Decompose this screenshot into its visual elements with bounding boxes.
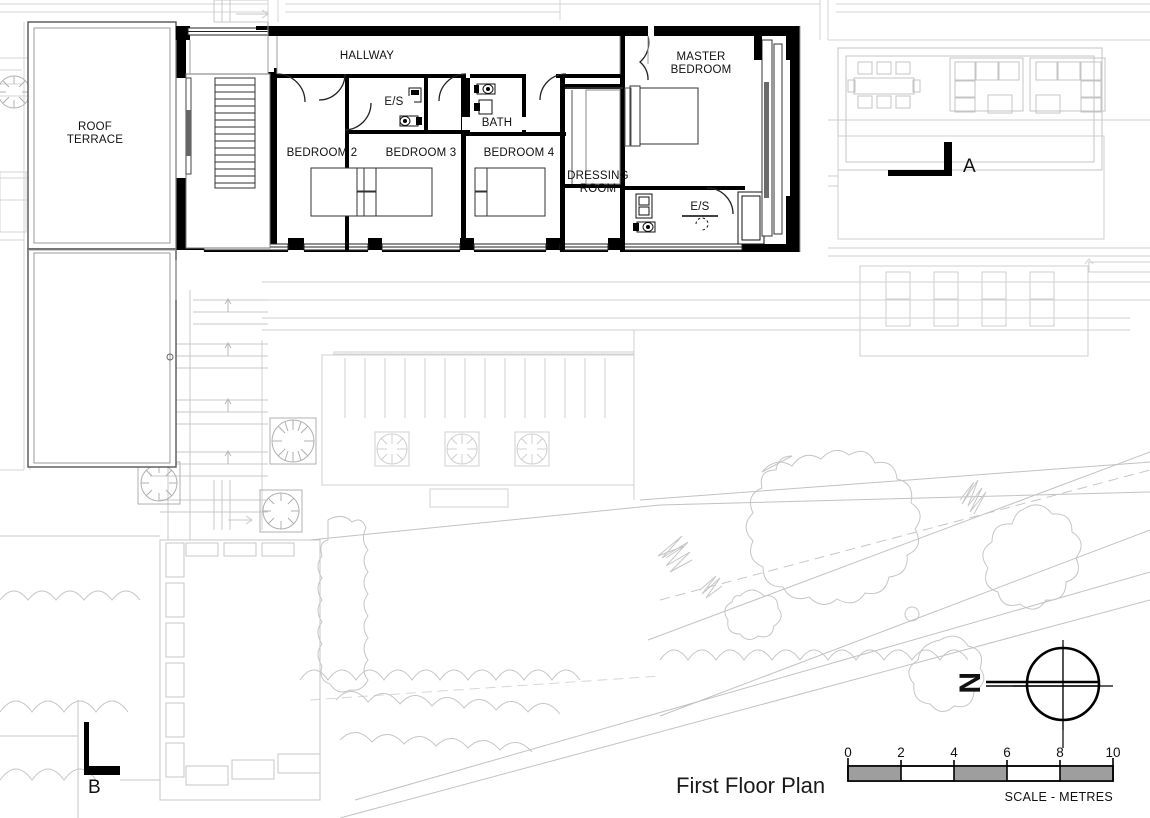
dressing-room-joinery xyxy=(565,87,623,185)
scale-tick-0: 0 xyxy=(844,745,852,760)
room-label-ensuite-bedroom3: E/S xyxy=(374,96,414,109)
room-label-hallway: HALLWAY xyxy=(339,50,395,62)
scale-bar xyxy=(847,758,1114,782)
north-letter: N xyxy=(954,671,988,694)
room-label-roof-terrace: ROOF TERRACE xyxy=(66,121,124,146)
room-label-bath: BATH xyxy=(462,117,532,130)
scale-tick-10: 10 xyxy=(1105,745,1121,760)
scale-tick-8: 8 xyxy=(1056,745,1064,760)
ghost-furniture-group xyxy=(837,47,1106,171)
internal-partitions xyxy=(277,36,745,252)
bed-symbols xyxy=(310,85,699,217)
scale-tick-6: 6 xyxy=(1003,745,1011,760)
room-label-bedroom-4: BEDROOM 4 xyxy=(483,147,555,159)
section-marker-b xyxy=(84,722,120,775)
east-glazing xyxy=(754,36,783,237)
door-swings xyxy=(274,35,734,215)
room-label-master-bedroom: MASTER BEDROOM xyxy=(670,51,732,76)
north-point xyxy=(986,640,1113,748)
tree-canopy-group xyxy=(0,449,1150,781)
section-marker-b-label: B xyxy=(88,777,101,798)
roof-terrace-outline xyxy=(27,21,177,468)
drawing-title: First Floor Plan xyxy=(676,773,826,798)
sanitary-fittings xyxy=(399,83,765,245)
scale-tick-4: 4 xyxy=(950,745,958,760)
tree-plan-symbol xyxy=(269,417,317,465)
room-label-ensuite-master: E/S xyxy=(690,201,710,213)
section-marker-a xyxy=(888,142,952,176)
scale-caption: SCALE - METRES xyxy=(1004,790,1113,804)
section-marker-a-label: A xyxy=(963,156,976,177)
scale-tick-2: 2 xyxy=(897,745,905,760)
room-label-bedroom-3: BEDROOM 3 xyxy=(385,147,457,159)
room-label-bedroom-2: BEDROOM 2 xyxy=(286,147,358,159)
staircase xyxy=(185,73,271,249)
tree-plan-symbol xyxy=(259,489,303,533)
room-label-dressing-room: DRESSING ROOM xyxy=(567,170,629,195)
